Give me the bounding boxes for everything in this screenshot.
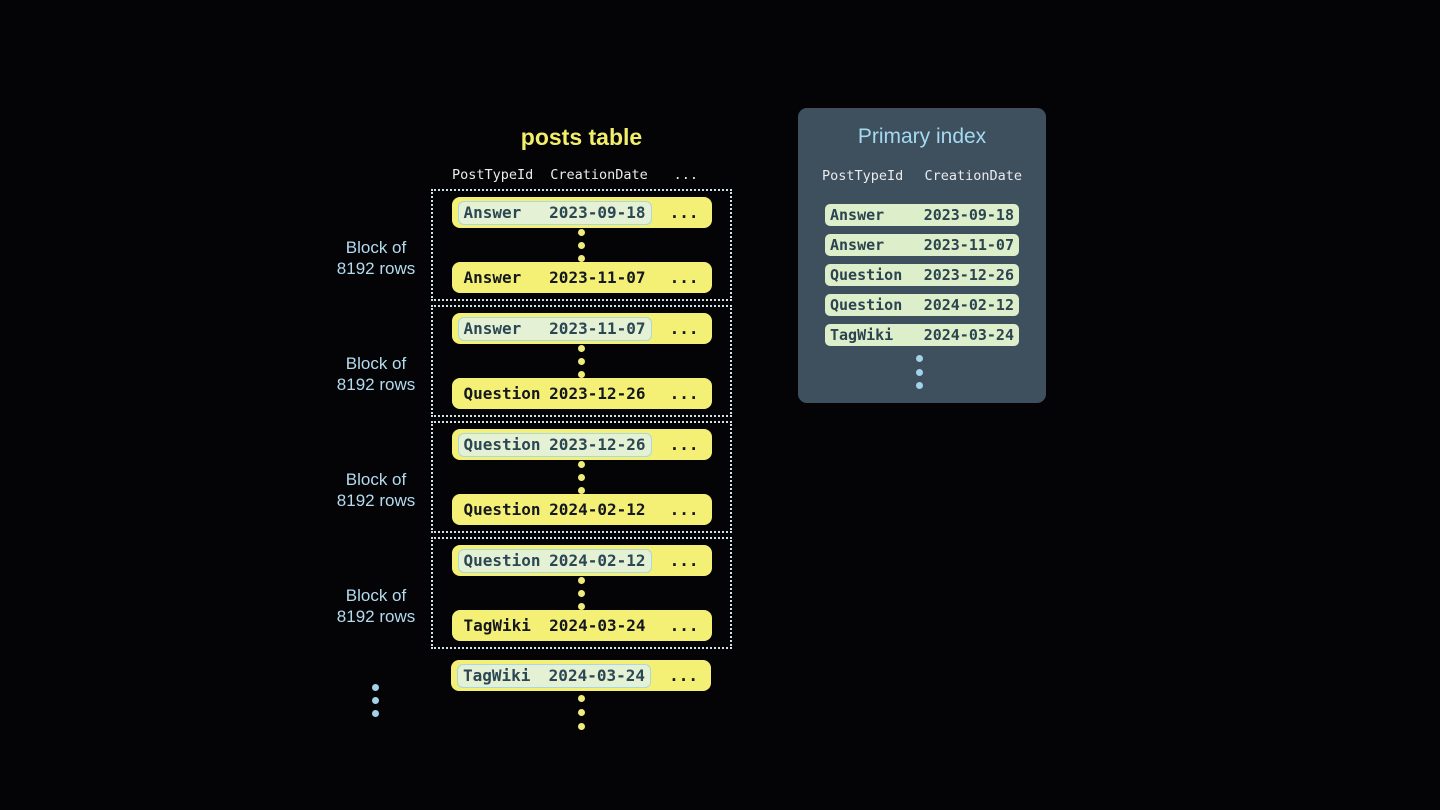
- posts-table-row: Answer 2023-11-07 ...: [451, 262, 712, 293]
- row-key-cells: Question 2024-02-12: [457, 548, 652, 573]
- posts-column-creationdate: CreationDate: [550, 167, 648, 183]
- row-key-cells: Answer 2023-09-18: [457, 200, 652, 225]
- posts-table-row: Answer 2023-09-18 ...: [451, 197, 712, 228]
- rows-block: Answer 2023-11-07 ... Question 2023-12-2…: [431, 305, 732, 417]
- row-key-cells: Question 2024-02-12: [458, 498, 652, 522]
- row-posttypeid-value: TagWiki: [463, 666, 531, 685]
- row-creationdate-value: 2023-12-26: [549, 384, 646, 403]
- block-label-line1: Block of: [345, 586, 407, 605]
- block-label-line2: 8192 rows: [336, 375, 416, 394]
- index-creationdate-value: 2023-12-26: [923, 265, 1014, 284]
- more-blocks-ellipsis-dots: [372, 684, 379, 717]
- index-creationdate-value: 2023-09-18: [923, 205, 1014, 224]
- row-creationdate-value: 2024-02-12: [549, 551, 646, 570]
- row-more-columns-ellipsis: ...: [669, 203, 699, 222]
- posts-column-posttypeid: PostTypeId: [452, 167, 534, 183]
- block-size-label: Block of 8192 rows: [310, 585, 442, 627]
- row-posttypeid-value: Answer: [463, 203, 522, 222]
- row-posttypeid-value: Question: [463, 500, 541, 519]
- row-posttypeid-value: Question: [463, 551, 541, 570]
- posts-table-row: TagWiki 2024-03-24 ...: [451, 610, 712, 641]
- row-key-cells: TagWiki 2024-03-24: [457, 663, 651, 688]
- row-more-columns-ellipsis: ...: [669, 268, 699, 287]
- index-column-creationdate: CreationDate: [924, 168, 1022, 184]
- posts-table-row: Question 2024-02-12 ...: [451, 545, 712, 576]
- primary-index-row: Question 2023-12-26: [825, 264, 1019, 286]
- row-posttypeid-value: Question: [463, 435, 541, 454]
- rows-block: Question 2023-12-26 ... Question 2024-02…: [431, 421, 732, 533]
- row-creationdate-value: 2024-03-24: [548, 666, 645, 685]
- row-posttypeid-value: TagWiki: [463, 616, 531, 635]
- row-creationdate-value: 2023-09-18: [549, 203, 646, 222]
- index-creationdate-value: 2024-02-12: [923, 295, 1014, 314]
- posts-table-row: Answer 2023-11-07 ...: [451, 313, 712, 344]
- rows-ellipsis-dots: [578, 576, 585, 610]
- block-label-line2: 8192 rows: [336, 259, 416, 278]
- row-creationdate-value: 2024-02-12: [549, 500, 646, 519]
- row-key-cells: Question 2023-12-26: [458, 382, 652, 406]
- index-posttypeid-value: Question: [830, 265, 903, 284]
- posts-column-more-ellipsis: ...: [673, 167, 698, 183]
- posts-table-row: Question 2023-12-26 ...: [451, 429, 712, 460]
- primary-index-title: Primary index: [857, 125, 987, 148]
- block-size-label: Block of 8192 rows: [310, 353, 442, 395]
- row-posttypeid-value: Answer: [463, 268, 522, 287]
- index-posttypeid-value: Question: [830, 295, 903, 314]
- row-more-columns-ellipsis: ...: [669, 500, 699, 519]
- block-label-line2: 8192 rows: [336, 607, 416, 626]
- posts-table-row: Question 2023-12-26 ...: [451, 378, 712, 409]
- row-creationdate-value: 2023-11-07: [549, 319, 646, 338]
- row-more-columns-ellipsis: ...: [669, 435, 699, 454]
- row-posttypeid-value: Answer: [463, 319, 522, 338]
- rows-ellipsis-dots: [578, 228, 585, 262]
- posts-table-row: TagWiki 2024-03-24 ...: [451, 660, 711, 691]
- index-posttypeid-value: Answer: [830, 235, 885, 254]
- rows-block: Question 2024-02-12 ... TagWiki 2024-03-…: [431, 537, 732, 649]
- row-key-cells: Answer 2023-11-07: [458, 266, 652, 290]
- row-creationdate-value: 2024-03-24: [549, 616, 646, 635]
- posts-table-row: Question 2024-02-12 ...: [451, 494, 712, 525]
- row-key-cells: TagWiki 2024-03-24: [458, 614, 652, 638]
- primary-index-column-headers: PostTypeId CreationDate: [822, 168, 1022, 184]
- next-block-first-row: TagWiki 2024-03-24 ...: [451, 660, 711, 691]
- row-key-cells: Question 2023-12-26: [457, 432, 652, 457]
- index-creationdate-value: 2024-03-24: [923, 325, 1014, 344]
- posts-table-title: posts table: [520, 124, 643, 150]
- row-more-columns-ellipsis: ...: [669, 666, 698, 685]
- index-creationdate-value: 2023-11-07: [923, 235, 1014, 254]
- row-posttypeid-value: Question: [463, 384, 541, 403]
- row-creationdate-value: 2023-11-07: [549, 268, 646, 287]
- row-more-columns-ellipsis: ...: [669, 319, 699, 338]
- posts-table-column-headers: PostTypeId CreationDate ...: [452, 167, 698, 183]
- block-label-line1: Block of: [345, 354, 407, 373]
- row-creationdate-value: 2023-12-26: [549, 435, 646, 454]
- block-size-label: Block of 8192 rows: [310, 469, 442, 511]
- row-more-columns-ellipsis: ...: [669, 551, 699, 570]
- primary-index-row: TagWiki 2024-03-24: [825, 324, 1019, 346]
- index-posttypeid-value: Answer: [830, 205, 885, 224]
- index-column-posttypeid: PostTypeId: [822, 168, 904, 184]
- block-label-line2: 8192 rows: [336, 491, 416, 510]
- row-more-columns-ellipsis: ...: [669, 384, 699, 403]
- primary-index-row: Answer 2023-09-18: [825, 204, 1019, 226]
- index-posttypeid-value: TagWiki: [830, 325, 894, 344]
- block-label-line1: Block of: [345, 238, 407, 257]
- index-more-entries-dots: [916, 355, 923, 389]
- row-more-columns-ellipsis: ...: [669, 616, 699, 635]
- primary-index-row: Answer 2023-11-07: [825, 234, 1019, 256]
- rows-ellipsis-dots: [578, 460, 585, 494]
- rows-block: Answer 2023-09-18 ... Answer 2023-11-07 …: [431, 189, 732, 301]
- rows-ellipsis-dots: [578, 344, 585, 378]
- block-size-label: Block of 8192 rows: [310, 237, 442, 279]
- primary-index-panel: Primary index PostTypeId CreationDate An…: [798, 108, 1046, 403]
- row-key-cells: Answer 2023-11-07: [457, 316, 652, 341]
- block-label-line1: Block of: [345, 470, 407, 489]
- more-rows-ellipsis-dots: [578, 695, 585, 730]
- primary-index-row: Question 2024-02-12: [825, 294, 1019, 316]
